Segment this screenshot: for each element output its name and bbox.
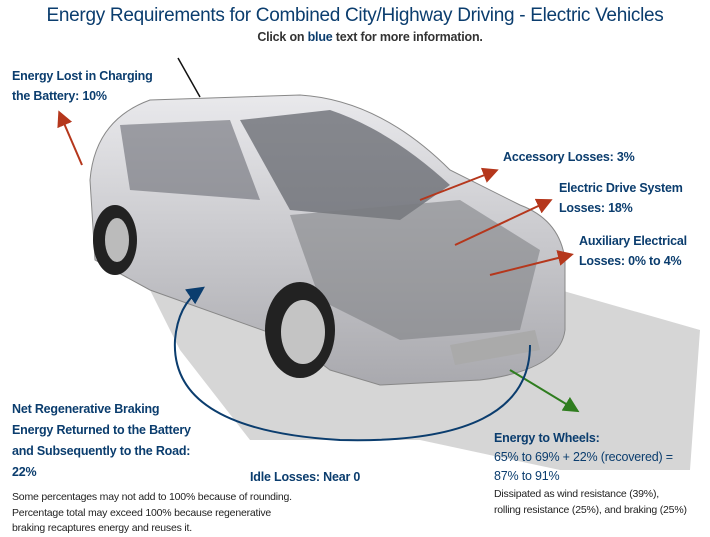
subtitle-text: Click on [257, 30, 308, 44]
note-line: rolling resistance (25%), and braking (2… [494, 503, 687, 516]
auxiliary-arrow [489, 250, 574, 276]
wheels-note: Dissipated as wind resistance (39%), roll… [494, 487, 687, 518]
charging-arrow [57, 110, 83, 166]
label-line: Electric Drive System [559, 181, 683, 195]
label-line: the Battery: 10% [12, 89, 107, 103]
subtitle: Click on blue text for more information. [0, 30, 710, 44]
page-title: Energy Requirements for Combined City/Hi… [46, 5, 664, 26]
accessory-arrow [419, 167, 499, 201]
idle-loss-link[interactable]: Idle Losses: Near 0 [250, 470, 361, 484]
label-line: Losses: 0% to 4% [579, 254, 682, 268]
side-window [120, 120, 260, 200]
accessory-loss-link[interactable]: Accessory Losses: 3% [503, 150, 635, 164]
label-line: 22% [12, 465, 37, 479]
label-line: Energy Returned to the Battery [12, 423, 191, 437]
note-line: braking recaptures energy and reuses it. [12, 522, 192, 534]
note-line: Percentage total may exceed 100% because… [12, 506, 272, 519]
label-line: Energy Lost in Charging [12, 69, 153, 83]
grille [450, 330, 540, 365]
subtitle-blue: blue [307, 30, 333, 44]
note-line: Dissipated as wind resistance (39%), [494, 488, 659, 500]
label-line: Energy to Wheels: [494, 431, 600, 445]
windshield [240, 110, 450, 220]
label-line: 87% to 91% [494, 469, 560, 483]
charging-loss-link[interactable]: Energy Lost in Charging the Battery: 10% [12, 66, 153, 106]
antenna [177, 57, 201, 98]
note-line: Some percentages may not add to 100% bec… [12, 491, 292, 503]
subtitle-text-end: text for more information. [332, 30, 483, 44]
energy-to-wheels-link[interactable]: Energy to Wheels: 65% to 69% + 22% (recov… [494, 429, 673, 486]
label-line: Losses: 18% [559, 201, 633, 215]
label-line: 65% to 69% + 22% (recovered) = [494, 450, 673, 464]
label-line: Net Regenerative Braking [12, 402, 160, 416]
regen-arrow [173, 286, 531, 442]
wheels-arrow [509, 369, 580, 413]
footnote: Some percentages may not add to 100% bec… [12, 490, 292, 537]
drive-arrow [454, 198, 553, 246]
label-line: and Subsequently to the Road: [12, 444, 191, 458]
label-line: Auxiliary Electrical [579, 234, 687, 248]
